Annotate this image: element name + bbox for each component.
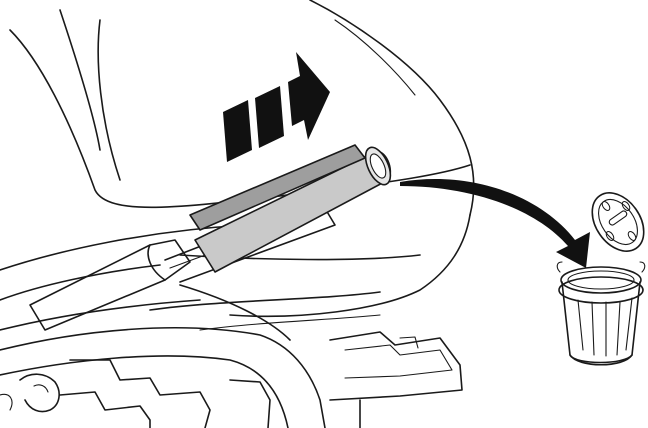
lever-cover [190, 144, 396, 272]
triple-chevron-arrow-icon [223, 52, 330, 162]
trash-lid-icon [582, 183, 648, 261]
trash-bin-icon [557, 262, 645, 365]
seat-rail [0, 360, 270, 428]
curved-arrow-icon [400, 179, 590, 268]
console-trim [0, 285, 462, 428]
